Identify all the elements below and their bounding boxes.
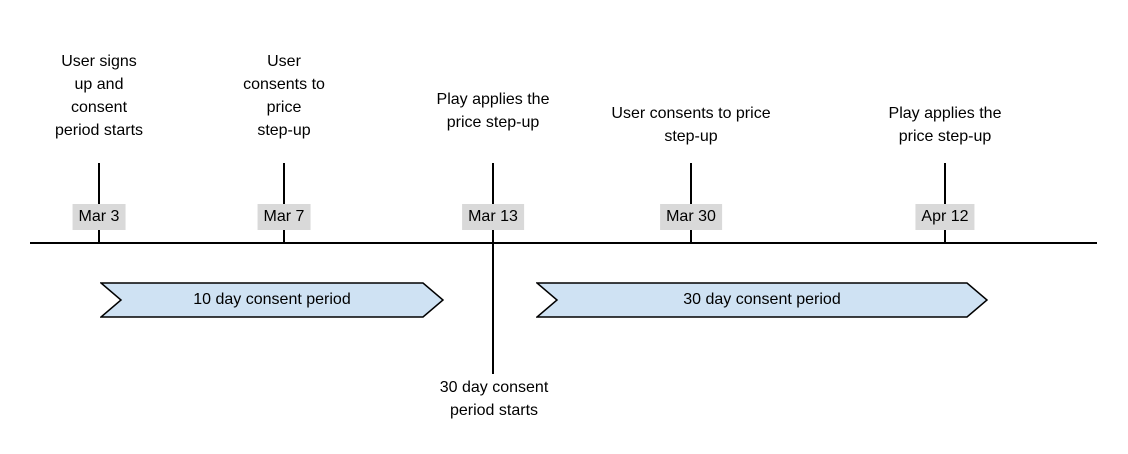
event-date-mar13: Mar 13 xyxy=(462,204,524,230)
event-label-consent-1: User consents to price step-up xyxy=(243,53,325,139)
event-label-consent-2: User consents to price step-up xyxy=(611,105,771,145)
event-date-mar7: Mar 7 xyxy=(257,204,311,230)
event-date-apr12: Apr 12 xyxy=(915,204,975,230)
chevron-arrow-shape xyxy=(100,282,444,318)
event-label-apply-2: Play applies the price step-up xyxy=(888,105,1002,145)
event-label-signup: User signs up and consent period starts xyxy=(54,53,144,139)
consent-period-banner-10day: 10 day consent period xyxy=(100,282,444,318)
event-date-mar30: Mar 30 xyxy=(660,204,722,230)
event-date-mar3: Mar 3 xyxy=(72,204,126,230)
event-tick-mar30 xyxy=(690,163,692,243)
period-label-30day: 30 day consent period xyxy=(683,291,841,308)
event-label-apply-1: Play applies the price step-up xyxy=(436,91,550,131)
event-tick-mar13 xyxy=(492,163,494,374)
event-tick-mar7 xyxy=(283,163,285,243)
event-tick-apr12 xyxy=(944,163,946,243)
timeline-axis xyxy=(30,242,1097,244)
chevron-arrow-shape xyxy=(536,282,988,318)
event-tick-mar3 xyxy=(98,163,100,243)
period-label-10day: 10 day consent period xyxy=(193,291,351,308)
event-note-30day-start: 30 day consent period starts xyxy=(439,379,549,419)
consent-period-banner-30day: 30 day consent period xyxy=(536,282,988,318)
